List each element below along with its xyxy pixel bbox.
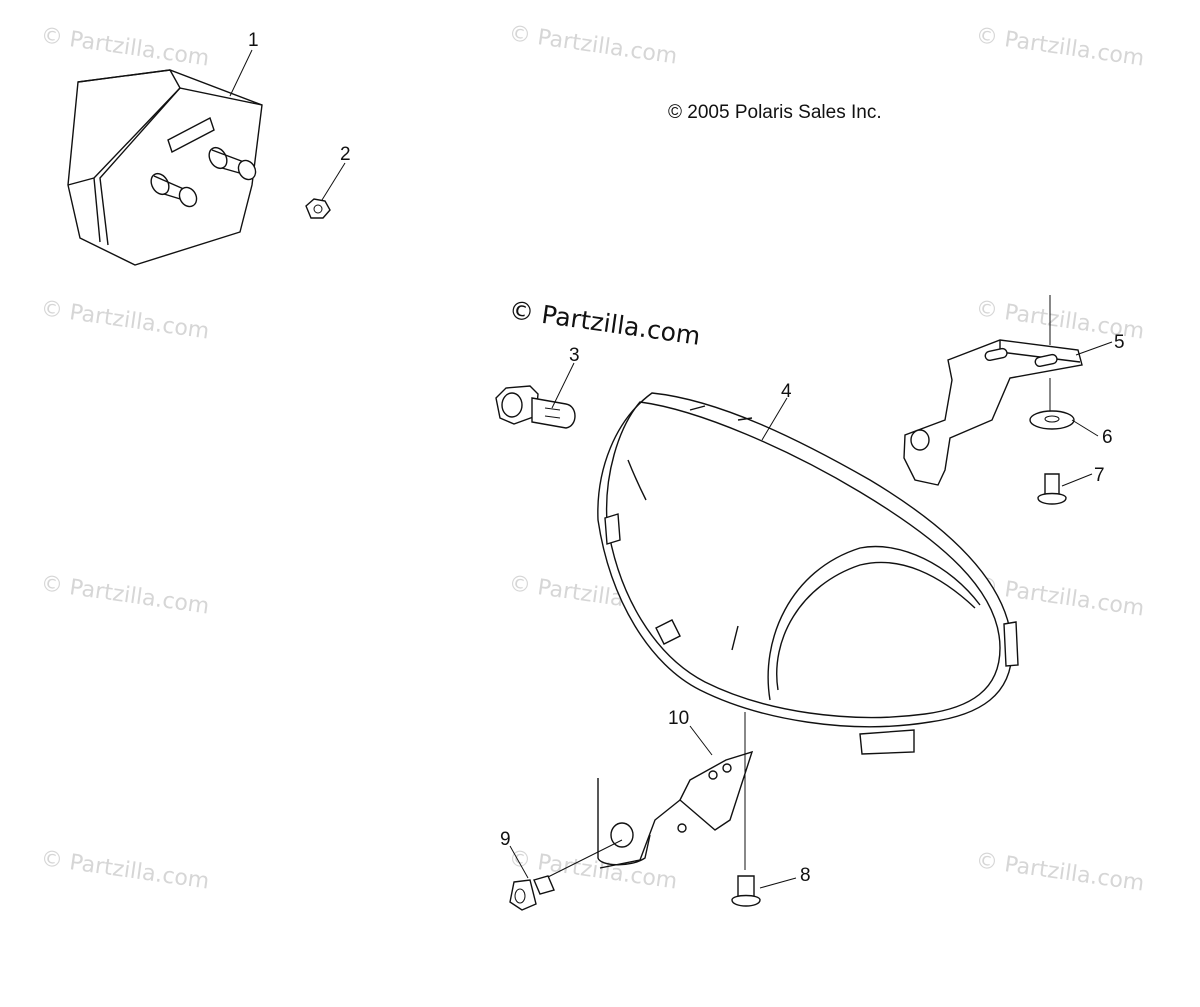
part-label-6: 6 (1102, 427, 1113, 448)
watermark: © Partzilla.com (507, 21, 679, 69)
watermark: © Partzilla.com (39, 296, 211, 344)
part-9-bolt[interactable] (509, 839, 623, 911)
part-label-3: 3 (569, 345, 580, 366)
part-label-1: 1 (248, 30, 259, 51)
part-label-9: 9 (500, 829, 511, 850)
part-label-10: 10 (668, 708, 689, 729)
watermark-main: © Partzilla.com (507, 295, 702, 351)
part-label-8: 8 (800, 865, 811, 886)
part-8-screw[interactable] (731, 712, 761, 907)
part-6-washer[interactable] (1029, 410, 1075, 430)
part-label-4: 4 (781, 381, 792, 402)
watermark: © Partzilla.com (974, 848, 1146, 896)
part-10-bracket[interactable] (599, 750, 754, 869)
part-label-5: 5 (1114, 332, 1125, 353)
part-label-2: 2 (340, 144, 351, 165)
watermark: © Partzilla.com (507, 846, 679, 894)
part-label-7: 7 (1094, 465, 1105, 486)
part-labels: 1 2 3 4 5 6 7 8 9 10 (248, 30, 1125, 886)
part-1-module[interactable] (67, 69, 263, 266)
leader-lines (229, 49, 1113, 889)
part-2-nut[interactable] (305, 198, 331, 219)
watermark: © Partzilla.com (39, 571, 211, 619)
watermark: © Partzilla.com (974, 23, 1146, 71)
part-4-headlight-housing[interactable] (597, 392, 1019, 755)
part-3-bulb[interactable] (495, 385, 576, 429)
watermark: © Partzilla.com (39, 23, 211, 71)
watermark: © Partzilla.com (39, 846, 211, 894)
part-5-bracket[interactable] (903, 295, 1083, 486)
copyright-text: © 2005 Polaris Sales Inc. (668, 102, 882, 123)
part-7-screw[interactable] (1037, 473, 1067, 505)
mounting-tab (597, 778, 651, 866)
